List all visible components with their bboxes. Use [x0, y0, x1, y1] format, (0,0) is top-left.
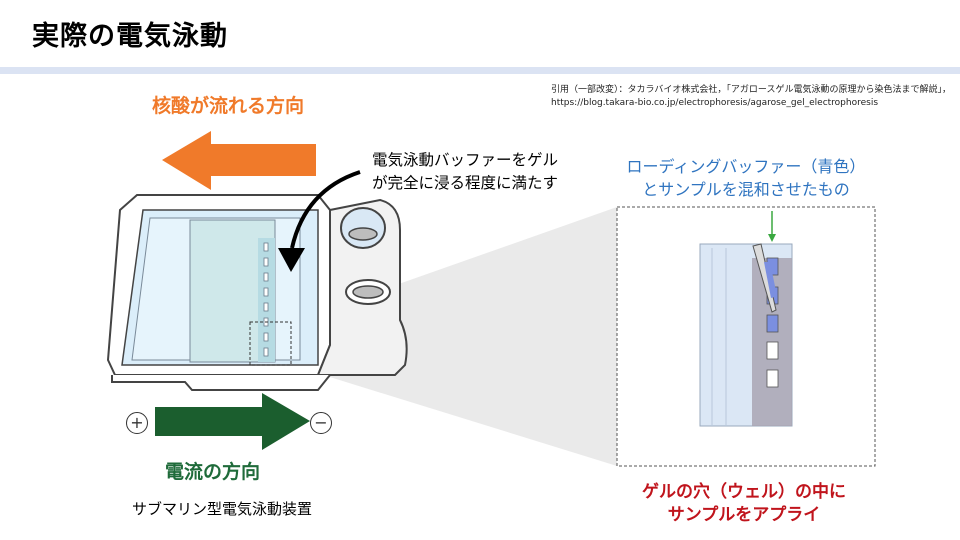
title-underline-bar: [0, 67, 960, 74]
buffer-note-line2: が完全に浸る程度に満たす: [372, 174, 559, 192]
current-direction-arrow: [155, 393, 310, 450]
minus-electrode-icon: −: [310, 412, 332, 434]
citation-source: 引用（一部改変）：タカラバイオ株式会社，「アガロースゲル電気泳動の原理から染色法…: [551, 85, 951, 95]
acid-direction-arrow: [162, 131, 316, 190]
acid-direction-label: 核酸が流れる方向: [152, 95, 305, 117]
zoom-projection: [250, 207, 617, 466]
plus-electrode-icon: +: [126, 412, 148, 434]
slide-title: 実際の電気泳動: [32, 21, 228, 52]
indicator-arrow: [768, 234, 776, 242]
citation-url: https://blog.takara-bio.co.jp/electropho…: [551, 98, 879, 108]
device-caption: サブマリン型電気泳動装置: [132, 500, 313, 518]
citation: 引用（一部改変）：タカラバイオ株式会社，「アガロースゲル電気泳動の原理から染色法…: [551, 84, 956, 110]
apply-note-line2: サンプルをアプライ: [667, 505, 821, 525]
buffer-note: 電気泳動バッファーをゲル が完全に浸る程度に満たす: [372, 149, 558, 195]
buffer-note-line1: 電気泳動バッファーをゲル: [372, 151, 559, 169]
apply-note-line1: ゲルの穴（ウェル）の中に: [642, 482, 846, 502]
loading-note-line2: とサンプルを混和させたもの: [642, 180, 850, 199]
apply-sample-note: ゲルの穴（ウェル）の中に サンプルをアプライ: [604, 481, 884, 527]
zoom-target-box: [249, 321, 292, 366]
pipette-tip: [752, 243, 777, 313]
loading-note-line1: ローディングバッファー（青色）: [626, 157, 866, 176]
loading-buffer-note: ローディングバッファー（青色） とサンプルを混和させたもの: [611, 155, 881, 201]
buffer-pointer-arrow: [290, 170, 361, 249]
submarine-device: [106, 194, 408, 391]
current-direction-label: 電流の方向: [165, 461, 261, 483]
zoom-panel: [616, 206, 876, 467]
